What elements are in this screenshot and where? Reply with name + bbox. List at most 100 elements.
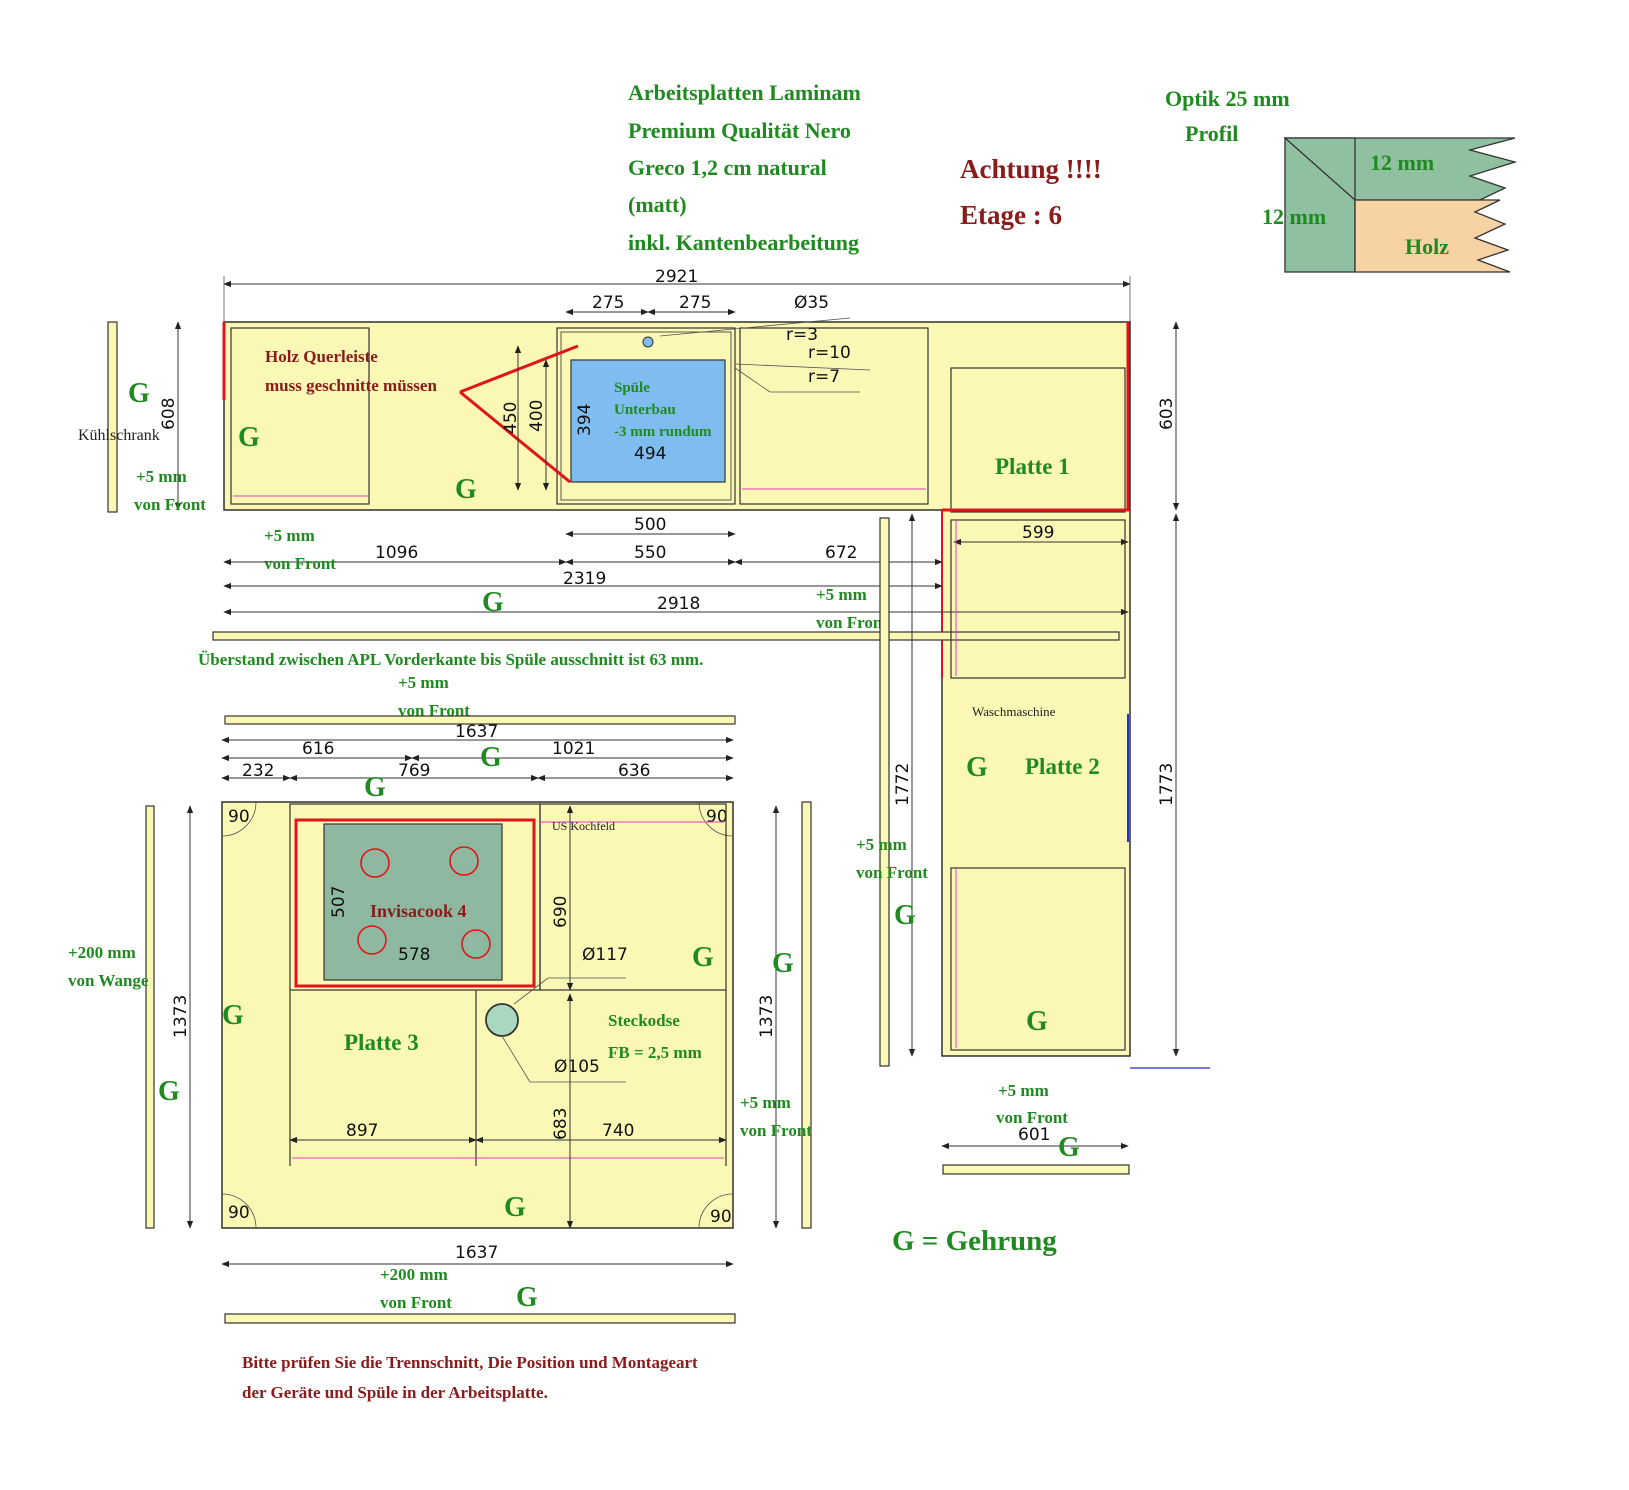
g-mark-4: G [482, 587, 504, 618]
g-mark-16: G [516, 1282, 538, 1313]
angle-bl: 90 [228, 1203, 250, 1223]
dim-1773: 1773 [1157, 763, 1177, 806]
g-mark-11: G [222, 1000, 244, 1031]
hob-label: Invisacook 4 [370, 901, 467, 921]
wood-strip-note-2: muss geschnitte müssen [265, 376, 437, 395]
note-plus5-c: +5 mm [816, 585, 867, 604]
note-front-g: von Front [740, 1121, 812, 1140]
side-panel-island-right [801, 801, 812, 1229]
g-mark-7: G [1026, 1006, 1048, 1037]
note-front-h: von Front [380, 1293, 452, 1312]
dim-897: 897 [346, 1121, 378, 1141]
note-plus5-a: +5 mm [136, 467, 187, 486]
dim-depth-right: 603 [1157, 398, 1177, 430]
washer-label: Waschmaschine [972, 704, 1056, 719]
plate-3-label: Platte 3 [344, 1030, 419, 1055]
note-front-d: von Front [856, 863, 928, 882]
socket-label-2: FB = 2,5 mm [608, 1043, 702, 1062]
dim-cut-450: 450 [501, 402, 521, 434]
dim-socket-105: Ø105 [554, 1057, 600, 1077]
dim-769: 769 [398, 761, 430, 781]
dim-depth-left: 608 [159, 398, 179, 430]
dim-radius-7: r=7 [808, 367, 840, 387]
dim-hob-height: 507 [329, 886, 349, 918]
note-side-a: von Wange [68, 971, 149, 990]
profile-top-label: 12 mm [1370, 150, 1434, 175]
g-mark-9: G [364, 772, 386, 803]
floor-label: Etage : 6 [960, 200, 1062, 230]
g-mark-15: G [504, 1192, 526, 1223]
g-mark-10: G [480, 742, 502, 773]
dim-1021: 1021 [552, 739, 595, 759]
material-line-2: Premium Qualität Nero [628, 118, 851, 143]
socket-cutout [485, 1003, 519, 1037]
angle-tr: 90 [706, 807, 728, 827]
g-mark-12: G [158, 1076, 180, 1107]
sink-cutout [570, 359, 726, 483]
dim-radius-10: r=10 [808, 343, 851, 363]
dim-socket-117: Ø117 [582, 945, 628, 965]
check-note-1: Bitte prüfen Sie die Trennschnitt, Die P… [242, 1353, 698, 1372]
profile-side-label: 12 mm [1262, 204, 1326, 229]
dim-sink-height: 394 [575, 404, 595, 436]
profile-wood-label: Holz [1405, 234, 1449, 259]
note-front-e: von Front [996, 1108, 1068, 1127]
note-front-a: von Front [134, 495, 206, 514]
dim-top-total: 2921 [655, 267, 698, 287]
side-panel-fridge [107, 321, 118, 513]
note-plus200-b: +200 mm [380, 1265, 448, 1284]
dim-2319: 2319 [563, 569, 606, 589]
check-note-2: der Geräte und Spüle in der Arbeitsplatt… [242, 1383, 548, 1402]
side-panel-island-left [145, 805, 155, 1229]
g-mark-3: G [455, 474, 477, 505]
dim-1096: 1096 [375, 543, 418, 563]
note-plus5-f: +5 mm [398, 673, 449, 692]
dim-232: 232 [242, 761, 274, 781]
g-mark-8: G [1058, 1132, 1080, 1163]
fridge-label: Kühlschrank [78, 427, 160, 444]
dim-740: 740 [602, 1121, 634, 1141]
sink-label-3: -3 mm rundum [614, 424, 712, 440]
material-line-4: (matt) [628, 192, 687, 217]
material-line-5: inkl. Kantenbearbeitung [628, 230, 859, 255]
dim-1373-right: 1373 [757, 995, 777, 1038]
note-plus5-b: +5 mm [264, 526, 315, 545]
note-plus5-g: +5 mm [740, 1093, 791, 1112]
profile-subtitle: Profil [1185, 121, 1238, 146]
dim-1772: 1772 [893, 763, 913, 806]
dim-p3-bottom: 1637 [455, 1243, 498, 1263]
dim-drill: Ø35 [794, 293, 829, 313]
edge-profile: Optik 25 mm Profil 12 mm 12 mm Holz [1165, 86, 1518, 273]
note-front-b: von Front [264, 554, 336, 573]
material-description: Arbeitsplatten Laminam Premium Qualität … [628, 80, 861, 255]
profile-title: Optik 25 mm [1165, 86, 1290, 111]
sink-label-1: Spüle [614, 380, 650, 396]
plate-1-label: Platte 1 [995, 454, 1070, 479]
front-strip-island-bottom [224, 1313, 736, 1324]
overhang-note: Überstand zwischen APL Vorderkante bis S… [198, 650, 703, 669]
g-mark-5: G [966, 752, 988, 783]
angle-tl: 90 [228, 807, 250, 827]
side-panel-l [879, 517, 890, 1067]
wood-strip-note-1: Holz Querleiste [265, 347, 378, 366]
front-strip-l [942, 1164, 1130, 1175]
dim-p3-top: 1637 [455, 722, 498, 742]
material-line-3: Greco 1,2 cm natural [628, 155, 827, 180]
note-front-c: von Front [816, 613, 888, 632]
g-mark-14: G [772, 948, 794, 979]
angle-br: 90 [710, 1207, 732, 1227]
material-line-1: Arbeitsplatten Laminam [628, 80, 861, 105]
front-strip-island [224, 715, 736, 725]
dim-sink-half-a: 275 [592, 293, 624, 313]
dim-636: 636 [618, 761, 650, 781]
warning-title: Achtung !!!! [960, 154, 1102, 184]
dim-1373-left: 1373 [171, 995, 191, 1038]
note-plus200-a: +200 mm [68, 943, 136, 962]
dim-690: 690 [551, 896, 571, 928]
dim-sink-half-b: 275 [679, 293, 711, 313]
socket-label-1: Steckodse [608, 1011, 680, 1030]
note-plus5-d: +5 mm [856, 835, 907, 854]
tap-hole [642, 336, 654, 348]
plate-2-label: Platte 2 [1025, 754, 1100, 779]
